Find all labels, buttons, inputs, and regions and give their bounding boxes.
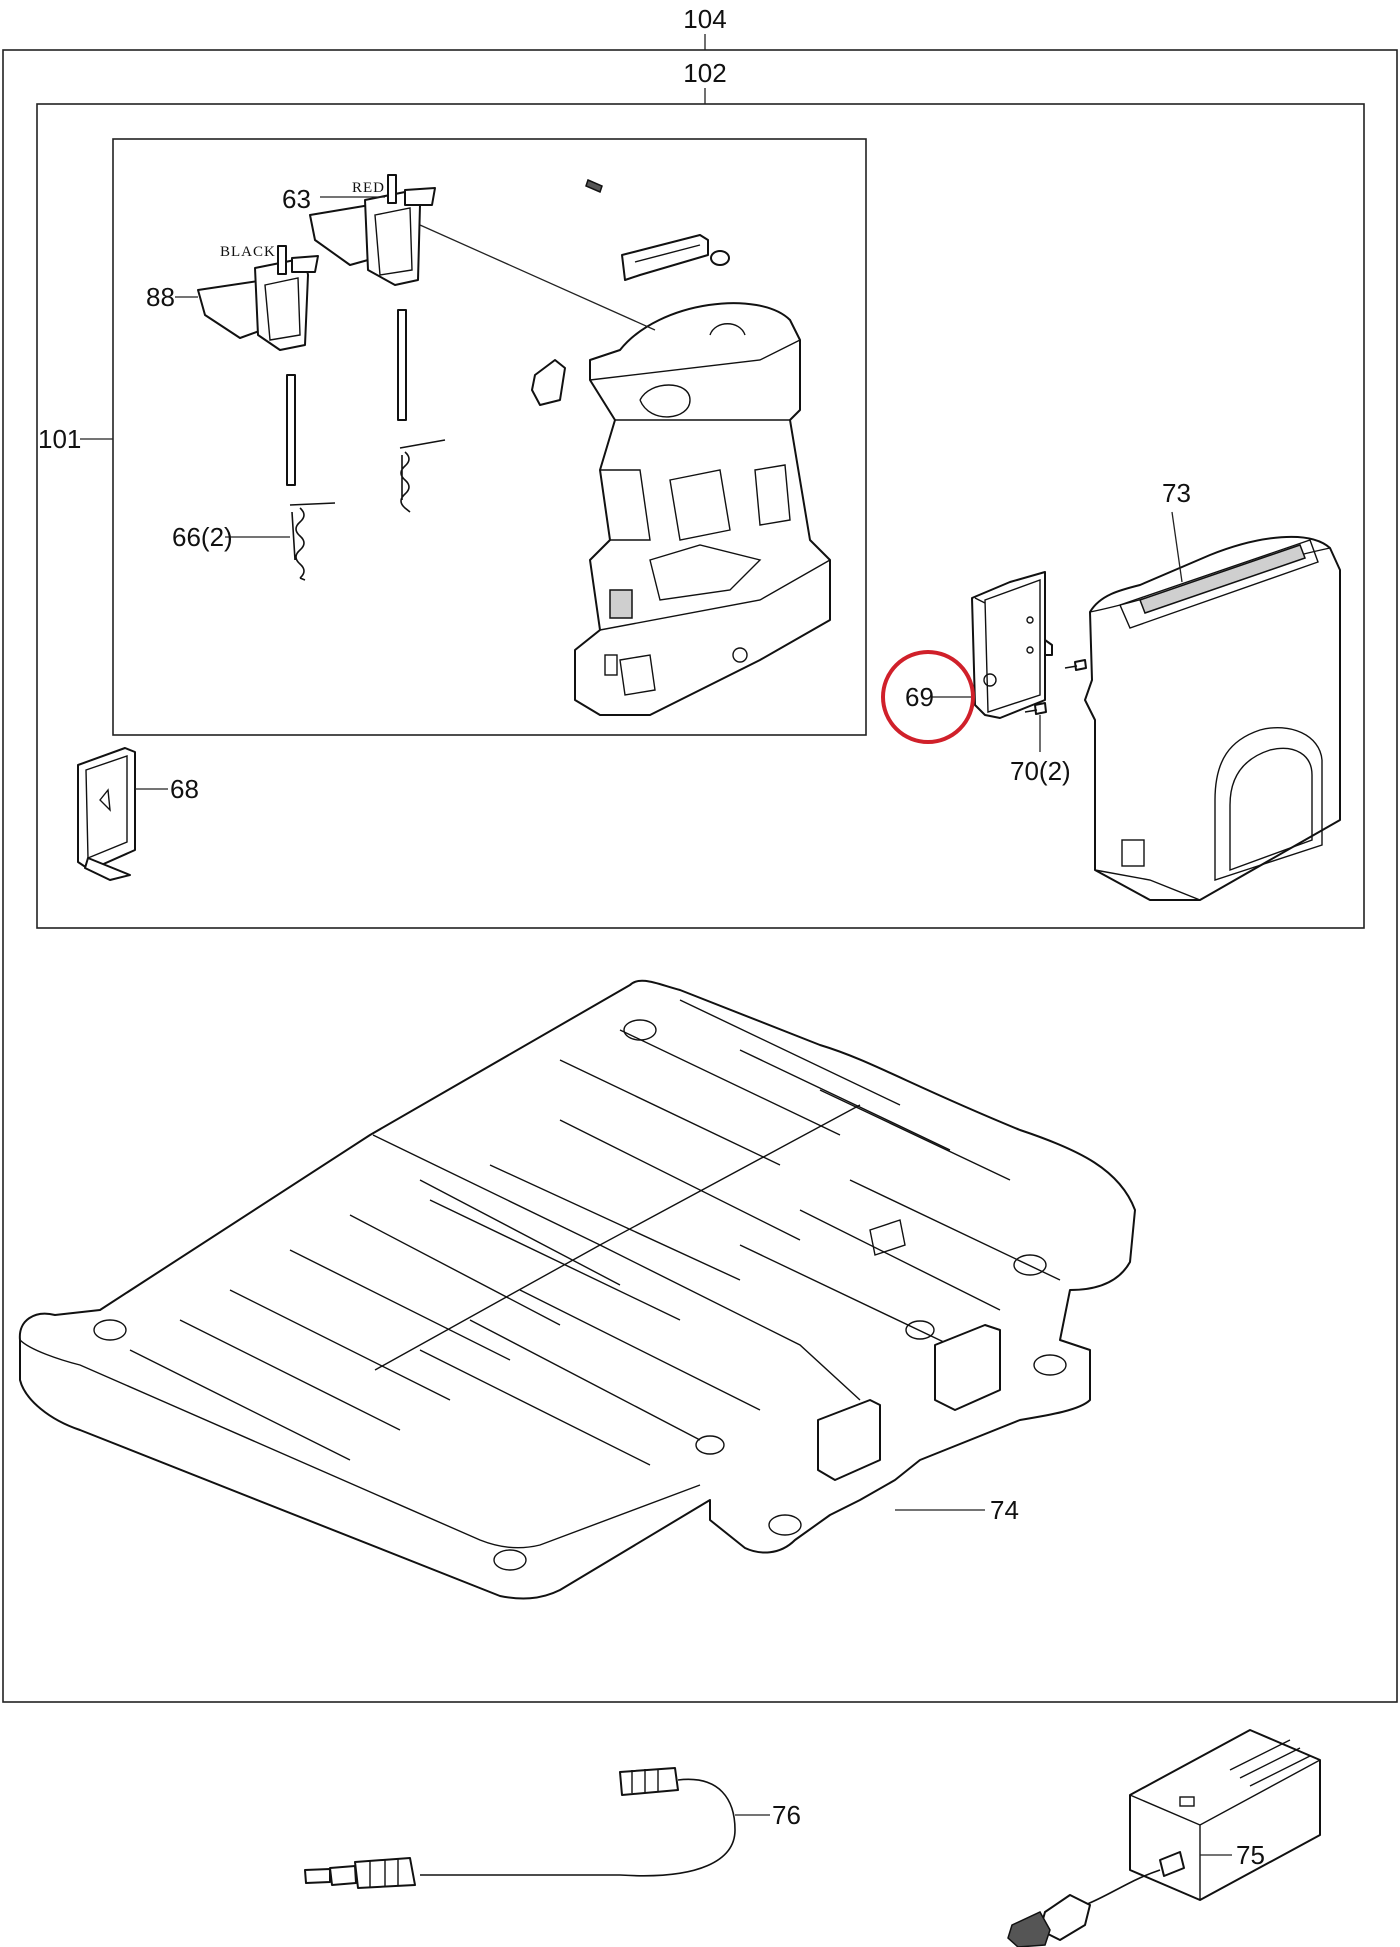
label-69: 69 [905, 682, 934, 712]
label-tag [531, 359, 566, 406]
part-76-cable: 76 [304, 1767, 801, 1889]
rod-left [286, 374, 296, 486]
assembly-104-frame [2, 49, 1398, 1703]
label-74: 74 [990, 1495, 1019, 1525]
part-75-power-supply: 75 [1007, 1729, 1321, 1947]
part-70-screws: 70(2) [1010, 659, 1087, 786]
highlight-circle-69 [881, 650, 975, 744]
contact-bracket [621, 234, 709, 281]
label-red-wire: RED [352, 180, 385, 196]
label-68: 68 [170, 774, 199, 804]
part-88-black-contact: 88 BLACK [146, 244, 319, 351]
label-63: 63 [282, 184, 311, 214]
label-88: 88 [146, 282, 175, 312]
label-75: 75 [1236, 1840, 1265, 1870]
label-101: 101 [38, 424, 81, 454]
rod-right [397, 309, 407, 421]
part-73-top-cover: 73 [1084, 478, 1341, 901]
label-104: 104 [683, 4, 726, 34]
part-63-red-contact: 63 RED [282, 174, 656, 331]
small-cap [710, 250, 730, 266]
part-66-springs: 66(2) [172, 439, 446, 581]
part-68-cover: 68 [77, 747, 199, 881]
assembly-101-frame [112, 138, 867, 736]
assembly-102-frame [36, 103, 1365, 929]
part-74-base-plate: 74 [18, 979, 1136, 1600]
label-76: 76 [772, 1800, 801, 1830]
charging-station-body [574, 302, 831, 716]
small-clip [585, 178, 603, 194]
label-73: 73 [1162, 478, 1191, 508]
label-black-wire: BLACK [220, 244, 276, 260]
part-69-pcb-housing: 69 [881, 571, 1053, 744]
label-102: 102 [683, 58, 726, 88]
label-70: 70(2) [1010, 756, 1071, 786]
label-66: 66(2) [172, 522, 233, 552]
